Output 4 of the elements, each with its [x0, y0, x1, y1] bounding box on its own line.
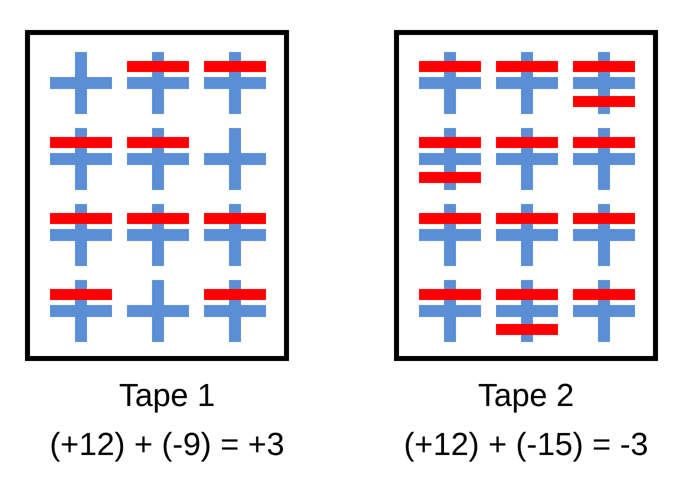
equation-caption: (+12) + (-9) = +3: [50, 425, 284, 463]
equation-caption: (+12) + (-15) = -3: [404, 425, 648, 463]
tape-heading: Tape 1: [118, 376, 216, 414]
tape-heading: Tape 2: [478, 376, 574, 414]
